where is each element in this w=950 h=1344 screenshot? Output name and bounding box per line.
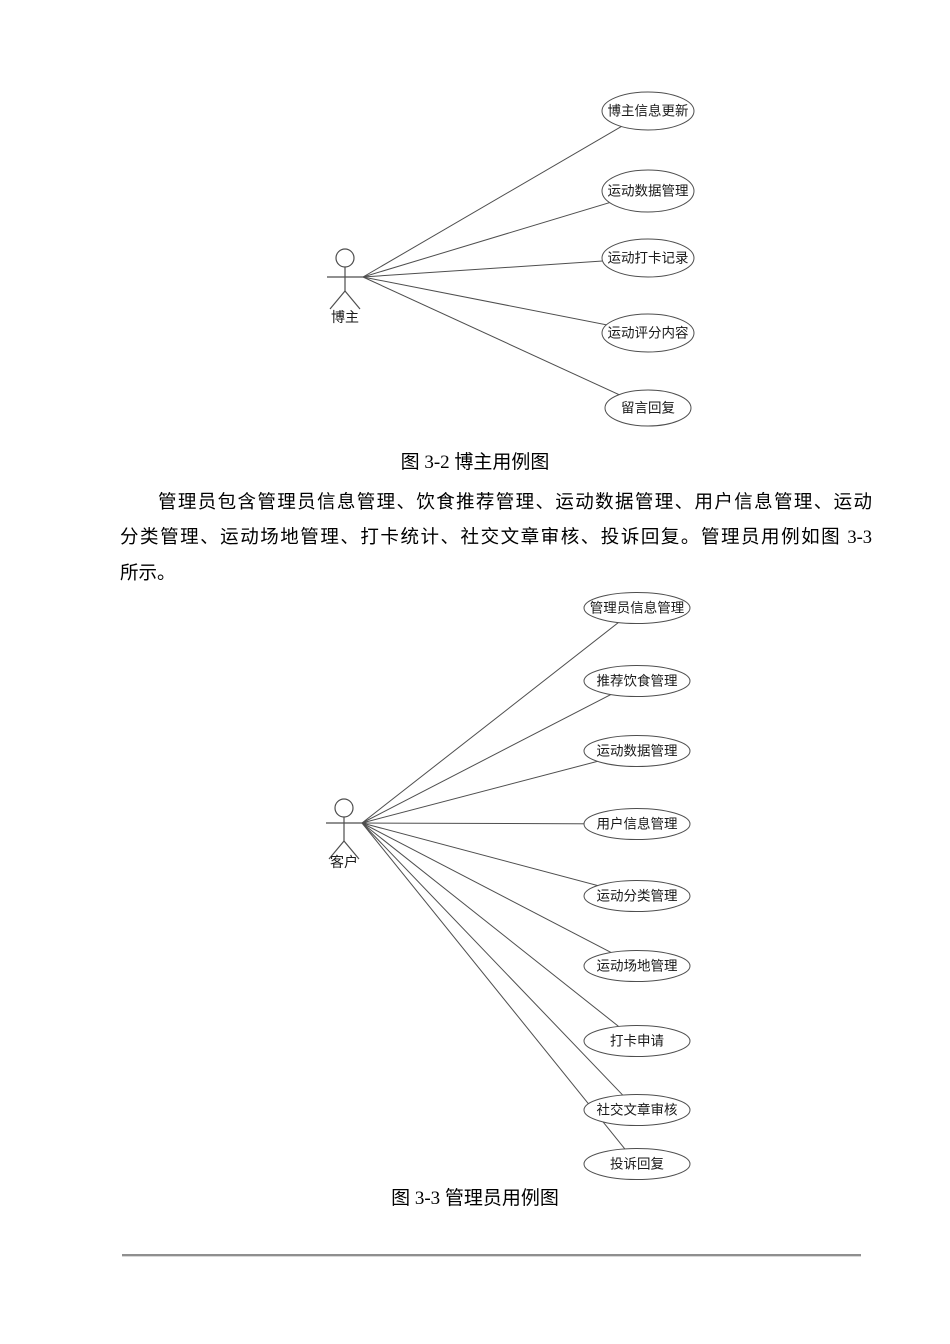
association-line [361,822,638,1042]
footer-divider [122,1254,861,1256]
association-line [361,822,638,967]
association-line [362,276,649,409]
use-case-diagram-admin: 管理员信息管理推荐饮食管理运动数据管理用户信息管理运动分类管理运动场地管理打卡申… [326,592,691,1180]
use-case-label: 社交文章审核 [597,1102,678,1118]
use-case-label: 推荐饮食管理 [597,673,678,689]
actor-figure: 博主 [327,248,363,326]
use-case-ellipse [601,313,695,353]
use-case: 运动场地管理 [583,950,691,982]
use-case-ellipse [601,238,695,278]
use-case-label: 运动分类管理 [597,889,678,904]
use-case: 投诉回复 [583,1148,691,1180]
body-paragraph: 管理员包含管理员信息管理、饮食推荐管理、运动数据管理、用户信息管理、运动 分类管… [120,486,872,592]
use-case-ellipse [583,880,691,912]
figure-caption: 图 3-3 管理员用例图 [391,1188,559,1209]
use-case: 运动打卡记录 [601,238,695,278]
association-line [361,607,638,824]
figure-caption: 图 3-2 博主用例图 [400,452,550,473]
actor-figure: 客户 [326,798,362,871]
use-case: 打卡申请 [583,1025,691,1057]
use-case-label: 运动数据管理 [608,184,689,199]
actor-left-leg [328,840,345,860]
use-case-label: 留言回复 [621,400,675,416]
association-line [362,110,649,278]
use-case-ellipse [583,808,691,840]
actor-head [334,798,354,818]
use-case-label: 投诉回复 [610,1156,664,1172]
actor-label: 客户 [330,854,358,871]
use-case: 用户信息管理 [583,808,691,840]
actor-left-leg [329,290,346,310]
use-case-label: 运动场地管理 [597,959,678,974]
use-case-ellipse [601,169,695,213]
paragraph-line: 分类管理、运动场地管理、打卡统计、社交文章审核、投诉回复。管理员用例如图 3-3 [120,528,872,549]
use-case-ellipse [583,1025,691,1057]
use-case-ellipse [583,1148,691,1180]
use-case-ellipse [583,1094,691,1126]
use-case-label: 打卡申请 [610,1033,664,1049]
use-case-ellipse [583,950,691,982]
use-case-label: 运动评分内容 [608,325,689,341]
association-line [362,190,649,278]
use-case: 运动分类管理 [583,880,691,912]
use-case: 博主信息更新 [601,91,695,131]
actor-head [335,248,355,268]
use-case-label: 用户信息管理 [597,816,678,832]
association-line [362,276,649,334]
use-case: 社交文章审核 [583,1094,691,1126]
use-case: 留言回复 [604,389,692,427]
actor-right-leg [344,290,361,310]
association-line [361,750,638,824]
use-case-ellipse [583,592,691,624]
use-case: 运动评分内容 [601,313,695,353]
actor-right-leg [343,840,360,860]
use-case-label: 运动打卡记录 [608,250,689,266]
use-case-ellipse [583,665,691,697]
use-case: 运动数据管理 [601,169,695,213]
use-case-label: 运动数据管理 [597,744,678,759]
use-case-label: 博主信息更新 [608,103,689,119]
use-case-ellipse [601,91,695,131]
association-line [361,822,638,897]
use-case-ellipse [583,735,691,767]
use-case: 运动数据管理 [583,735,691,767]
paragraph-line: 所示。 [120,563,176,584]
association-line [361,680,638,824]
association-line [361,822,638,1111]
use-case-ellipse [604,389,692,427]
use-case: 推荐饮食管理 [583,665,691,697]
use-case: 管理员信息管理 [583,592,691,624]
use-case-label: 管理员信息管理 [590,600,685,616]
association-line [362,257,649,278]
paragraph-line: 管理员包含管理员信息管理、饮食推荐管理、运动数据管理、用户信息管理、运动 [158,493,872,513]
actor-label: 博主 [331,309,359,326]
